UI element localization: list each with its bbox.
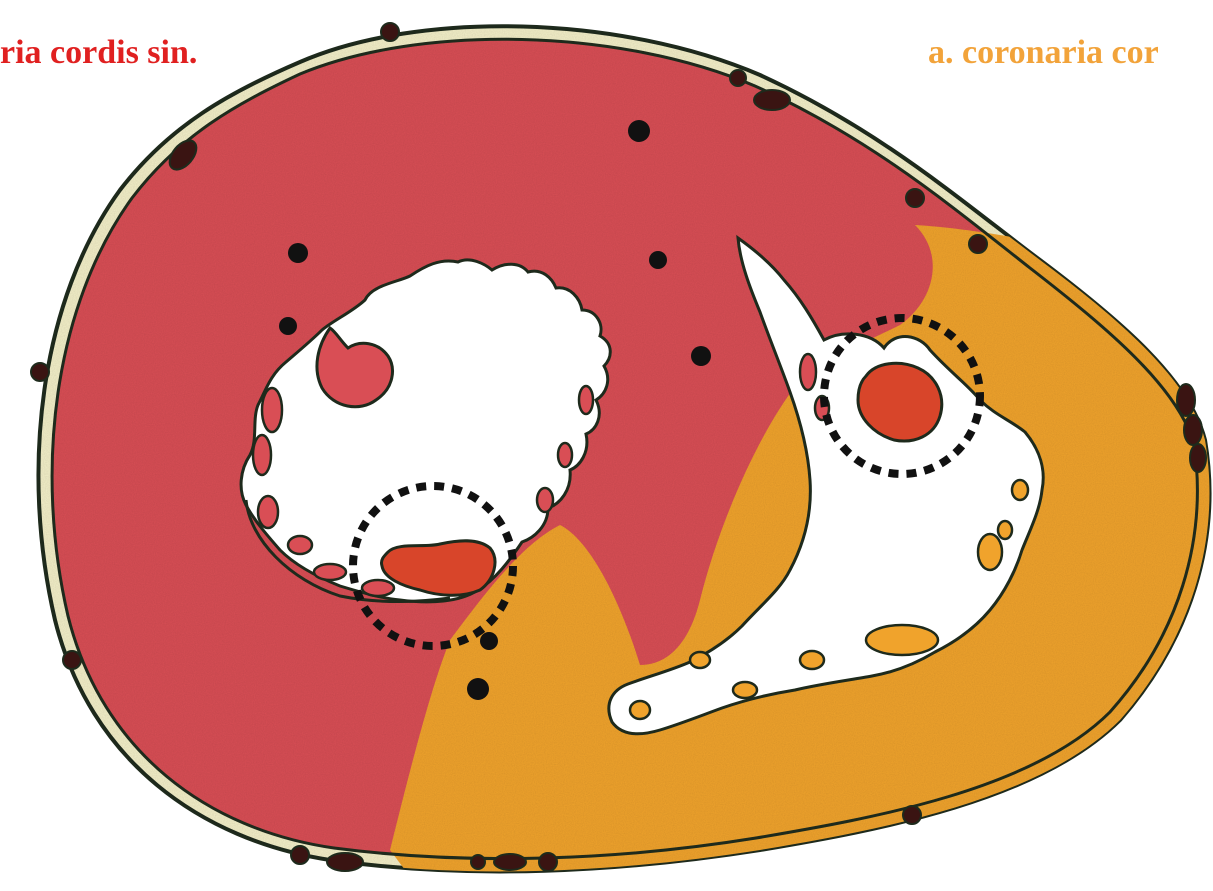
right-coronary-label: a. coronaria cor (928, 36, 1159, 70)
left-coronary-label: ria cordis sin. (0, 36, 197, 70)
